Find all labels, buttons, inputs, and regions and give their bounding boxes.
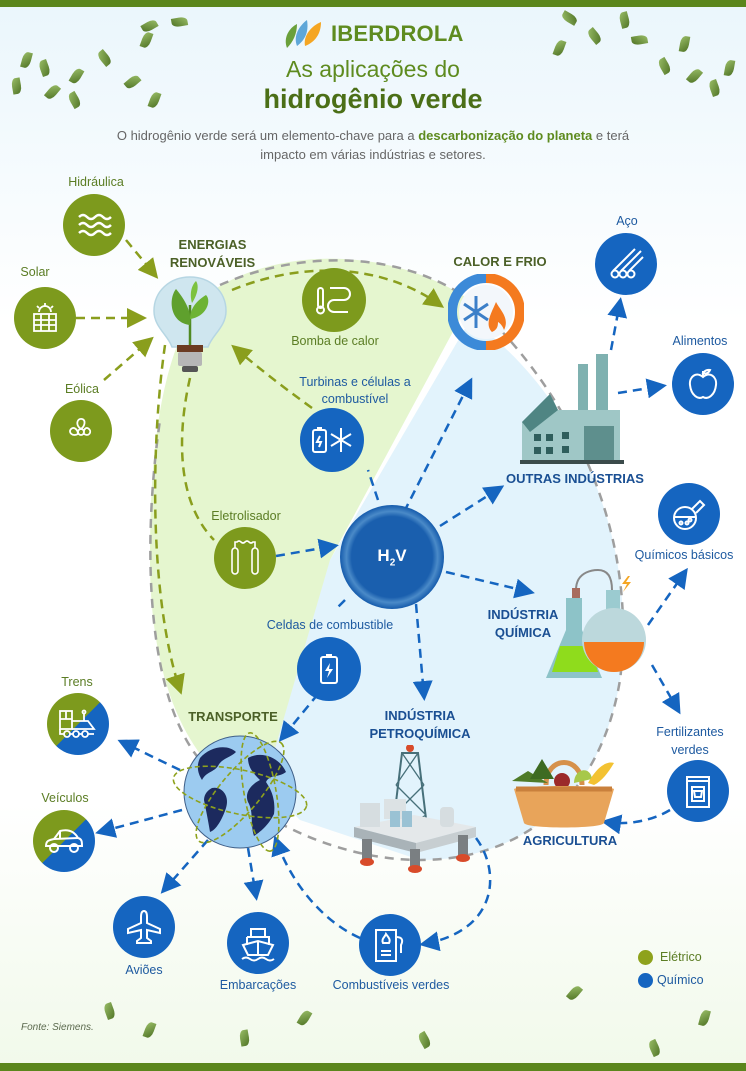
legend-eletrico-dot — [638, 950, 653, 965]
h2v-label: H2V — [377, 546, 406, 568]
steel-pipes-icon — [610, 248, 644, 279]
quimica-heading: INDÚSTRIA QUÍMICA — [478, 606, 568, 642]
eletrolisador-node[interactable] — [214, 527, 276, 589]
heat-pump-thermometer-icon — [316, 287, 351, 315]
avioes-node[interactable] — [113, 896, 175, 958]
quimicos-basicos-label: Químicos básicos — [634, 548, 734, 562]
fertilizer-bag-icon — [686, 776, 710, 808]
h2v-center-node[interactable]: H2V — [340, 505, 444, 609]
quimica-line1: INDÚSTRIA — [487, 607, 559, 622]
h2v-sub: 2 — [389, 557, 396, 569]
solar-node[interactable] — [14, 287, 76, 349]
title-line1: As aplicações do — [286, 56, 460, 82]
veiculos-node[interactable] — [33, 810, 95, 872]
bomba-calor-node[interactable] — [302, 268, 366, 332]
avioes-label: Aviões — [125, 963, 163, 977]
fuel-pump-icon — [375, 929, 404, 962]
petroquimica-line2: PETROQUÍMICA — [369, 726, 471, 741]
battery-turbine-icon — [312, 427, 352, 453]
fertilizantes-line2: verdes — [671, 743, 709, 757]
transporte-heading: TRANSPORTE — [188, 709, 278, 724]
title-line2: hidrogênio verde — [263, 84, 483, 114]
legend-quimico-label: Químico — [657, 973, 704, 987]
renovaveis-line2: RENOVÁVEIS — [169, 255, 256, 270]
battery-charge-icon — [320, 654, 338, 684]
factory-icon — [520, 354, 624, 464]
turbinas-node[interactable] — [300, 408, 364, 472]
chemistry-lab-icon — [546, 568, 646, 678]
turbinas-label: Turbinas e células a combustível — [280, 374, 430, 408]
water-waves-icon — [78, 213, 112, 237]
bomba-calor-label: Bomba de calor — [291, 334, 379, 348]
embarcacoes-node[interactable] — [227, 912, 289, 974]
petroquimica-line1: INDÚSTRIA — [384, 708, 456, 723]
fertilizantes-line1: Fertilizantes — [656, 725, 724, 739]
vegetable-basket-icon — [512, 759, 614, 828]
fertilizantes-label: Fertilizantes verdes — [650, 723, 730, 759]
legend-eletrico-label: Elétrico — [660, 950, 702, 964]
renovaveis-line1: ENERGIAS — [178, 237, 247, 252]
hidraulica-label: Hidráulica — [68, 175, 124, 189]
intro-part2: e terá impacto em várias indústrias e se… — [260, 128, 630, 162]
renovaveis-heading: ENERGIAS RENOVÁVEIS — [160, 236, 265, 272]
outras-industrias-heading: OUTRAS INDÚSTRIAS — [506, 471, 644, 486]
celdas-node[interactable] — [297, 637, 361, 701]
iberdrola-logo: IBERDROLA — [283, 18, 464, 50]
h2v-v: V — [395, 545, 407, 565]
hidraulica-node[interactable] — [63, 194, 125, 256]
intro-part1: O hidrogênio verde será um elemento-chav… — [116, 128, 419, 143]
solar-label: Solar — [20, 265, 50, 279]
fertilizantes-node[interactable] — [667, 760, 729, 822]
iberdrola-leaves-icon — [285, 20, 321, 48]
turbinas-line1: Turbinas e células a — [299, 375, 411, 389]
quimica-line2: QUÍMICA — [494, 625, 552, 640]
eolica-node[interactable] — [50, 400, 112, 462]
legend-quimico-dot — [638, 973, 653, 988]
electrolyzer-tubes-icon — [231, 540, 259, 575]
electric-region — [150, 258, 470, 800]
eolica-label: Eólica — [64, 382, 100, 396]
calor-frio-heading: CALOR E FRIO — [453, 254, 547, 269]
celdas-label: Celdas de combustible — [266, 618, 394, 632]
combustiveis-label: Combustíveis verdes — [332, 978, 450, 992]
intro-text: O hidrogênio verde será um elemento-chav… — [100, 126, 646, 164]
trens-node[interactable] — [47, 693, 109, 755]
h2v-h: H — [377, 545, 390, 565]
petroquimica-heading: INDÚSTRIA PETROQUÍMICA — [365, 707, 475, 743]
oil-platform-icon — [354, 745, 476, 873]
intro-highlight: descarbonização do planeta — [418, 128, 593, 143]
brand-name: IBERDROLA — [331, 21, 464, 46]
globe-icon — [172, 732, 308, 852]
source-note: Fonte: Siemens. — [21, 1022, 94, 1033]
airplane-icon — [127, 909, 161, 944]
top-bar — [0, 0, 746, 7]
turbinas-line2: combustível — [321, 392, 389, 406]
alimentos-node[interactable] — [672, 353, 734, 415]
aco-node[interactable] — [595, 233, 657, 295]
aco-label: Aço — [616, 214, 638, 228]
solar-panel-icon — [33, 303, 57, 332]
eletrolisador-label: Eletrolisador — [211, 509, 281, 523]
embarcacoes-label: Embarcações — [219, 978, 297, 992]
flask-icon — [673, 499, 706, 530]
hot-cold-icon — [448, 274, 524, 350]
chemical-arrows — [95, 297, 688, 952]
car-icon — [44, 829, 84, 853]
trens-label: Trens — [61, 675, 93, 689]
train-icon — [59, 709, 96, 738]
alimentos-label: Alimentos — [672, 334, 728, 348]
wind-turbine-fan-icon — [69, 418, 92, 436]
quimicos-basicos-node[interactable] — [658, 483, 720, 545]
ship-icon — [241, 928, 275, 962]
apple-icon — [688, 368, 718, 399]
combustiveis-node[interactable] — [359, 914, 421, 976]
agricultura-heading: AGRICULTURA — [522, 833, 618, 848]
veiculos-label: Veículos — [41, 791, 89, 805]
bottom-bar — [0, 1063, 746, 1071]
lightbulb-plant-icon — [153, 276, 227, 372]
